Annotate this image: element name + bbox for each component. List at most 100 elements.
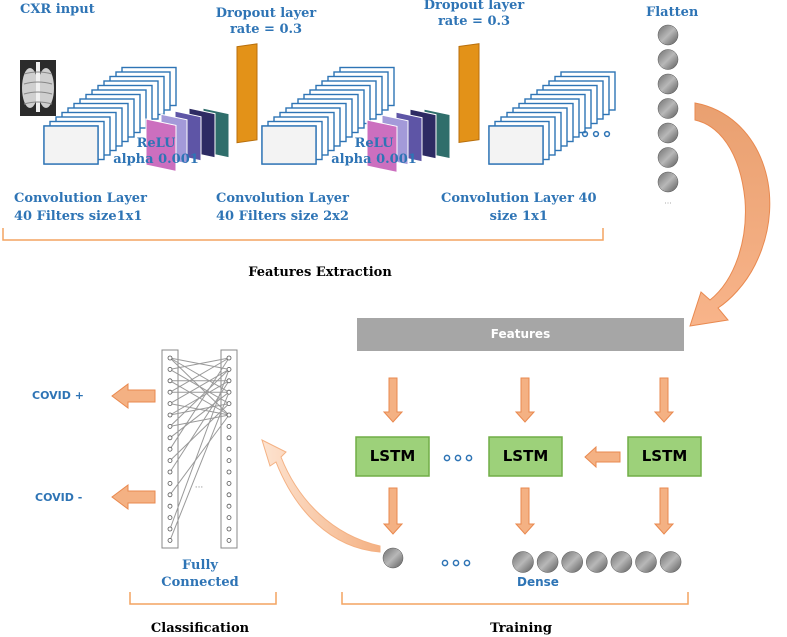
fc-node (226, 389, 232, 395)
fc-node (167, 355, 173, 361)
down-arrow (382, 377, 404, 423)
dropout-label-1: Dropout layer rate = 0.3 (215, 6, 317, 37)
fully-connected-network: ··· (161, 349, 238, 549)
features-label: Features (490, 327, 551, 341)
down-arrow (653, 377, 675, 423)
training-label: Training (490, 621, 552, 636)
down-arrow (382, 487, 404, 535)
dense-label: Dense (517, 575, 559, 589)
fc-connection (169, 357, 230, 393)
fc-node (167, 378, 173, 384)
ellipsis-dots-dense (441, 559, 471, 567)
ellipsis-dots-top (581, 130, 611, 138)
fc-node (226, 446, 232, 452)
lstm-link-arrow (584, 445, 621, 469)
fc-node (226, 366, 232, 372)
fc-connection (169, 414, 230, 496)
lstm-box-2 (488, 436, 563, 477)
dense-node (382, 547, 404, 569)
classification-bracket (129, 592, 277, 605)
fc-node (226, 401, 232, 407)
fc-node (226, 492, 232, 498)
fc-connection (169, 369, 230, 427)
fc-node (167, 401, 173, 407)
fc-node (226, 503, 232, 509)
relu-blocks-2 (366, 108, 451, 173)
conv-label-3: Convolution Layer 40 size 1x1 (441, 191, 597, 224)
relu-label-2: ReLU alpha 0.001 (331, 136, 417, 167)
fc-node (226, 480, 232, 486)
fc-node (167, 515, 173, 520)
conv-stack-3 (488, 71, 616, 165)
lstm-label-2: LSTM (502, 447, 549, 465)
big-curved-arrow (689, 102, 771, 327)
flatten-node (657, 49, 679, 70)
fc-node (226, 538, 232, 543)
flatten-node (657, 73, 679, 95)
classification-label: Classification (150, 621, 250, 636)
fc-node (167, 469, 173, 475)
fc-connection (169, 357, 230, 450)
lstm-box-1 (355, 436, 430, 477)
fc-node (167, 366, 173, 372)
flatten-node (657, 147, 679, 168)
dropout-label-2: Dropout layer rate = 0.3 (423, 0, 525, 29)
fc-node (167, 538, 173, 543)
fc-node (226, 526, 232, 532)
fc-connection (169, 403, 230, 461)
fc-node (167, 492, 173, 498)
fc-node (167, 412, 173, 418)
dense-layer (382, 547, 682, 573)
feature-map-front (261, 125, 317, 165)
flatten-node (657, 122, 679, 144)
fc-connection (169, 369, 230, 530)
covid-positive-label: COVID + (32, 389, 84, 402)
conv-stack-2 (261, 66, 395, 165)
dropout-bar-1 (236, 43, 258, 144)
flatten-label: Flatten (646, 5, 699, 20)
flatten-node (657, 24, 679, 46)
dense-node (635, 551, 657, 573)
fc-node (226, 435, 232, 441)
relu-label-1: ReLU alpha 0.001 (113, 136, 199, 167)
fc-more-dots: ··· (195, 483, 204, 493)
output-arrow-covid-neg (111, 484, 156, 510)
fc-node (226, 458, 232, 464)
lstm-label-1: LSTM (369, 447, 416, 465)
fc-node (226, 412, 232, 418)
dropout-bar-2 (458, 43, 480, 144)
features-bar (357, 318, 684, 351)
fc-connection (169, 368, 230, 405)
lstm-label-3: LSTM (641, 447, 688, 465)
ellipsis-dots-lstm (443, 454, 473, 462)
relu-blocks-1 (145, 107, 230, 173)
flatten-node (657, 98, 679, 119)
features-extraction-bracket (2, 228, 604, 241)
feature-map-front (488, 125, 544, 165)
fc-node (226, 423, 232, 429)
conv-label-2: Convolution Layer 40 Filters size 2x2 (216, 191, 349, 224)
fc-node (167, 435, 173, 441)
flatten-column: ··· (657, 24, 679, 208)
output-arrow-covid-pos (111, 383, 156, 409)
down-arrow (653, 487, 675, 535)
training-bracket (341, 592, 689, 605)
fc-node (167, 389, 173, 395)
fc-connection (169, 357, 230, 370)
fc-node (226, 515, 232, 520)
lstm-box-3 (627, 436, 702, 477)
fc-connection (169, 392, 230, 541)
cxr-image (20, 60, 56, 116)
dense-node (561, 551, 583, 573)
conv-label-1: Convolution Layer 40 Filters size1x1 (14, 191, 147, 224)
flatten-node (657, 171, 679, 193)
cxr-input-label: CXR input (20, 2, 95, 17)
fc-node (167, 503, 173, 509)
features-extraction-label: Features Extraction (248, 265, 392, 280)
fc-node (167, 423, 173, 429)
fully-connected-label: Fully Connected (161, 558, 239, 590)
fc-node (226, 378, 232, 384)
feature-map-front (43, 125, 99, 165)
fc-node (167, 526, 173, 532)
